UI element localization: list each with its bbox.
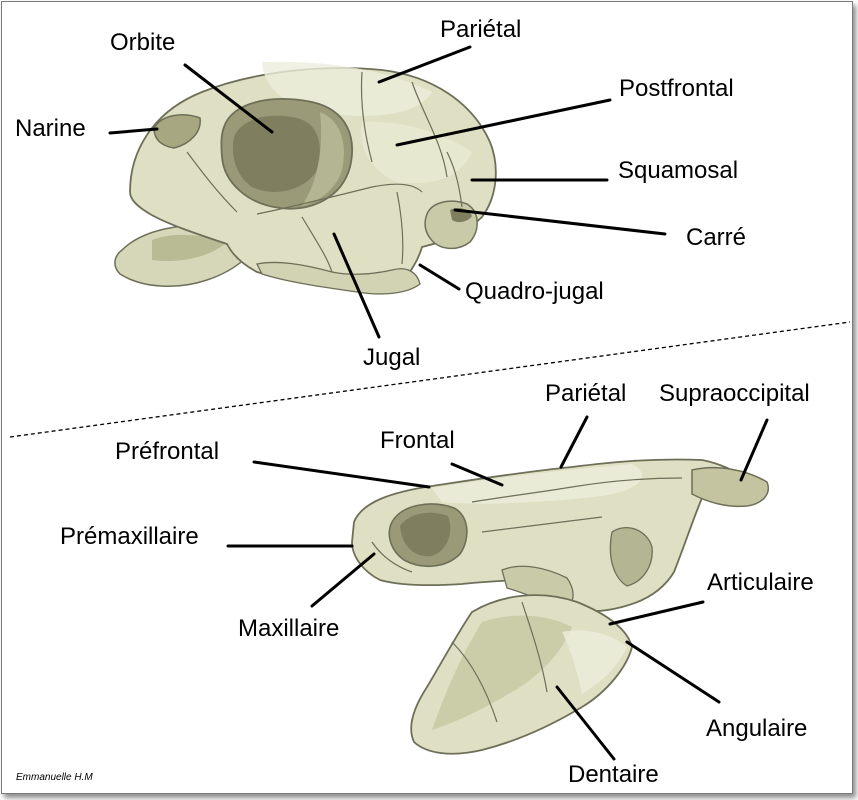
label-quadro-jugal: Quadro-jugal [465,278,604,305]
top-skull-drawing [114,61,497,295]
label-dentaire: Dentaire [568,761,659,788]
label-parietal-bottom: Pariétal [545,380,627,407]
divider-line [9,321,851,438]
author-credit: Emmanuelle H.M [16,772,93,783]
label-parietal-top: Pariétal [440,16,522,43]
label-narine: Narine [15,115,86,142]
label-squamosal: Squamosal [618,157,739,184]
label-angulaire: Angulaire [706,715,808,742]
label-carre: Carré [686,224,747,251]
leader-lines [108,45,769,761]
label-orbite: Orbite [110,29,176,56]
label-articulaire: Articulaire [707,569,814,596]
label-supraoccipital: Supraoccipital [659,380,810,407]
label-frontal: Frontal [380,427,455,454]
label-maxillaire: Maxillaire [238,615,340,642]
label-jugal: Jugal [363,344,421,371]
label-postfrontal: Postfrontal [619,75,734,102]
bottom-skull-drawing [351,458,769,755]
label-premaxillaire: Prémaxillaire [60,523,199,550]
label-prefrontal: Préfrontal [115,438,220,465]
